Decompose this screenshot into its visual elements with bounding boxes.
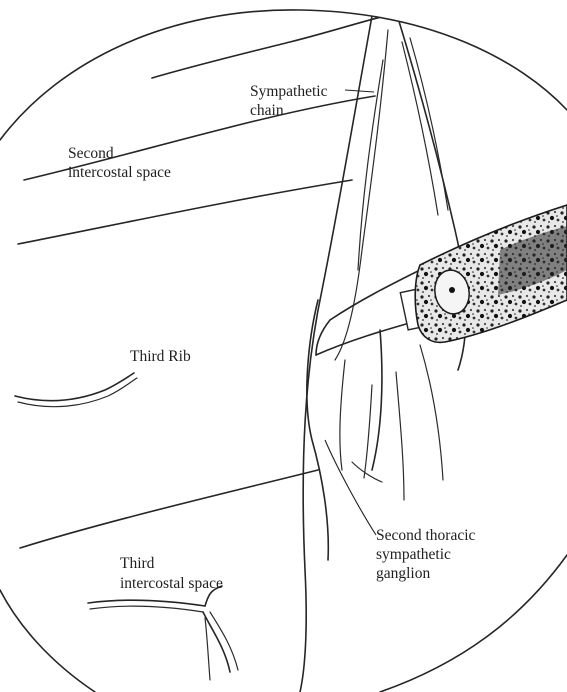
- label-second-thoracic-line2: sympathetic: [376, 546, 451, 563]
- scope-outline: [0, 10, 567, 140]
- label-sympathetic-chain-line1: Sympathetic: [250, 83, 328, 100]
- intercostal-vessel-horizontal-parallel: [90, 606, 203, 612]
- label-second-thoracic-line3: ganglion: [376, 565, 430, 582]
- scope-outline-lower: [0, 590, 95, 692]
- sympathetic-chain-left-edge: [300, 16, 372, 692]
- intercostal-vessel-down-2: [210, 612, 238, 670]
- label-third-intercostal-line2: intercostal space: [120, 575, 223, 592]
- leader-second-thoracic-ganglion: [325, 440, 376, 535]
- intercostal-vessel-small: [205, 618, 210, 680]
- third-rib-vessel: [15, 373, 134, 401]
- lower-right-line: [396, 372, 404, 500]
- ganglion-ramus: [352, 462, 382, 482]
- probe-shaft-lower: [316, 320, 420, 355]
- label-third-rib: Third Rib: [130, 348, 191, 365]
- label-second-intercostal-line2: intercostal space: [68, 164, 171, 181]
- intercostal-vessel-horizontal: [88, 600, 205, 606]
- ganglion-inner-1: [340, 360, 345, 470]
- ganglion-left-edge: [307, 300, 328, 560]
- label-second-intercostal-line1: Second: [68, 145, 114, 162]
- ganglion-inner-2: [364, 385, 372, 478]
- label-third-intercostal-line1: Third: [120, 555, 155, 572]
- lower-chain-line: [420, 345, 443, 480]
- instrument-port-dot: [449, 287, 455, 293]
- label-sympathetic-chain-line2: chain: [250, 102, 284, 119]
- label-second-thoracic-line1: Second thoracic: [376, 527, 476, 544]
- third-rib-lower-border: [20, 470, 318, 548]
- second-intercostal-lower-border: [18, 180, 352, 244]
- ganglion-right-edge: [372, 330, 382, 470]
- upper-vessel: [152, 16, 385, 78]
